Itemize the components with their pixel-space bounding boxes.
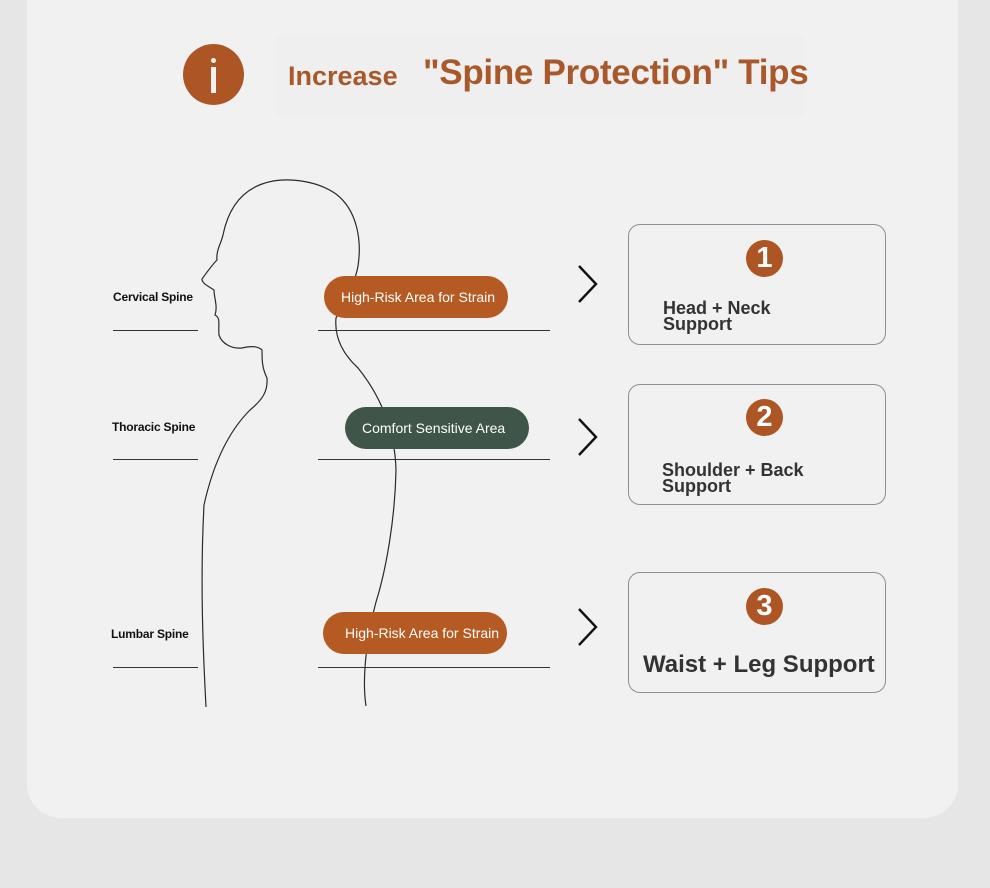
info-icon bbox=[183, 44, 244, 105]
number-badge: 1 bbox=[746, 240, 783, 277]
tip-text: Waist + Leg Support bbox=[643, 651, 875, 678]
cervical-spine-label: Cervical Spine bbox=[113, 290, 193, 304]
divider bbox=[318, 330, 550, 331]
number-badge: 3 bbox=[746, 588, 783, 625]
tip-text: Head + Neck Support bbox=[663, 298, 771, 334]
tip-card: 2 Shoulder + Back Support bbox=[628, 384, 886, 505]
tip-card: 3 Waist + Leg Support bbox=[628, 572, 886, 693]
divider bbox=[318, 667, 550, 668]
title-banner bbox=[276, 36, 804, 116]
high-risk-tag: High-Risk Area for Strain bbox=[323, 612, 507, 654]
chevron-right-icon bbox=[578, 265, 598, 303]
page-title: "Spine Protection" Tips bbox=[423, 53, 809, 92]
divider bbox=[318, 459, 550, 460]
number-badge: 2 bbox=[746, 399, 783, 436]
chevron-right-icon bbox=[578, 418, 598, 456]
tip-card: 1 Head + Neck Support bbox=[628, 224, 886, 345]
high-risk-tag: High-Risk Area for Strain bbox=[324, 276, 508, 318]
chevron-right-icon bbox=[578, 608, 598, 646]
tip-text: Shoulder + Back Support bbox=[662, 460, 804, 496]
divider bbox=[113, 667, 198, 668]
divider bbox=[113, 459, 198, 460]
comfort-sensitive-tag: Comfort Sensitive Area bbox=[345, 407, 529, 449]
lumbar-spine-label: Lumbar Spine bbox=[111, 627, 189, 641]
divider bbox=[113, 330, 198, 331]
thoracic-spine-label: Thoracic Spine bbox=[112, 420, 196, 434]
title-prefix: Increase bbox=[288, 61, 398, 91]
